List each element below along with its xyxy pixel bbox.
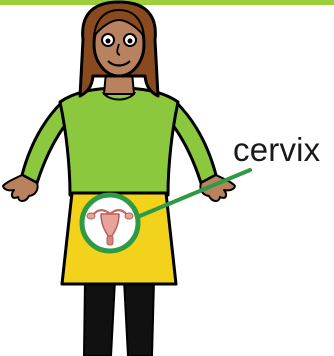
face — [94, 10, 144, 76]
shirt — [60, 88, 178, 195]
cervix-label: cervix — [233, 133, 320, 166]
legs — [84, 280, 154, 356]
